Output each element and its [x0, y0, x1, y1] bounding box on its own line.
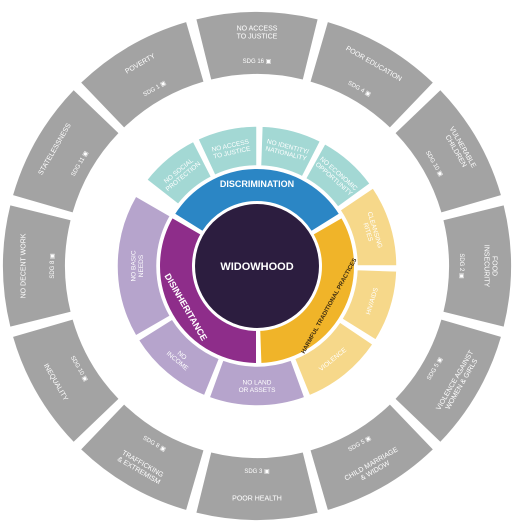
sub-item-shape: [196, 125, 258, 177]
outer-segment-shape: [81, 22, 204, 128]
outer-segment-shape: [443, 205, 512, 327]
outer-segment-shape: [196, 452, 318, 520]
sub-item-label: NO BASICNEEDS: [131, 250, 145, 281]
outer-segment-shape: [13, 90, 119, 213]
sdg-label: SDG 3 ▣: [244, 469, 270, 475]
outer-segment-shape: [196, 11, 318, 80]
category-shape: [158, 215, 258, 366]
sub-item-shape: [340, 268, 398, 342]
sub-item-shape: [137, 317, 221, 397]
center-core: WIDOWHOOD: [195, 204, 319, 328]
category-discrimination: DISCRIMINATION: [172, 167, 342, 234]
category-title: DISCRIMINATION: [220, 179, 294, 189]
sub-item: NO SOCIALPROTECTION: [145, 140, 213, 206]
outer-segment-shape: [3, 205, 71, 327]
sub-item-shape: [116, 194, 172, 338]
sub-item: VIOLENCE: [293, 320, 375, 397]
center-title: WIDOWHOOD: [220, 261, 293, 273]
sub-item-shape: [293, 320, 375, 397]
outer-segment-label: FOODINSECURITY: [483, 245, 498, 288]
sub-item: NOINCOME: [137, 317, 221, 397]
sub-item-shape: [145, 140, 213, 206]
outer-segment-label: NO DECENT WORK: [20, 233, 27, 298]
sdg-label: SDG 16 ▣: [243, 59, 272, 65]
outer-segment-label: POOR HEALTH: [232, 495, 282, 502]
sub-item-shape: [338, 186, 398, 267]
sub-item: NO ACCESSTO JUSTICE: [196, 125, 258, 177]
sub-item: NO IDENTITY/NATIONALITY: [259, 125, 322, 178]
outer-segment-shape: [395, 90, 501, 213]
sub-item-shape: [259, 125, 322, 178]
sub-item: NO BASICNEEDS: [116, 194, 172, 338]
outer-segment-shape: [81, 404, 204, 510]
sub-item: CLEANSINGRITES: [338, 186, 398, 267]
outer-segment: NO DECENT WORK SDG 8 ▣: [3, 205, 71, 327]
sdg-label: SDG 8 ▣: [50, 253, 56, 279]
outer-segment-shape: [310, 22, 433, 128]
sdg-label: SDG 2 ▣: [458, 253, 464, 279]
sub-item: HIV/AIDS: [340, 268, 398, 342]
outer-segment-shape: [395, 319, 501, 442]
category-shape: [172, 167, 342, 234]
sub-item-shape: [208, 359, 306, 407]
outer-segment-shape: [13, 319, 119, 442]
sub-item-shape: [304, 142, 372, 209]
outer-segment: FOODINSECURITY SDG 2 ▣: [443, 205, 512, 327]
center-circle: [195, 204, 319, 328]
category-shape: [258, 215, 356, 365]
outer-segment-shape: [310, 404, 433, 510]
outer-segment: POOR HEALTH SDG 3 ▣: [196, 452, 318, 520]
